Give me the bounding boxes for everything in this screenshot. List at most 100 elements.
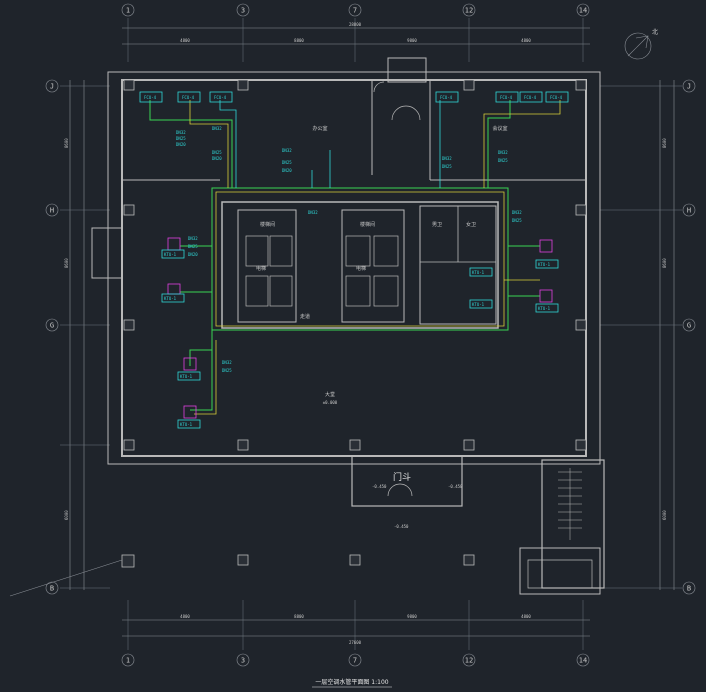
- right-axis-bubbles: J H G B 8600 8600 6000: [600, 79, 696, 595]
- level-label-2: -0.450: [448, 484, 463, 489]
- dim-bottom-total: 27600: [349, 640, 362, 645]
- fcu-top-3: FCU-4: [214, 95, 227, 100]
- axis-bubble-top-7: [348, 3, 362, 17]
- pipe-note-21: DN25: [512, 218, 522, 223]
- pipe-note-17: DN32: [222, 360, 232, 365]
- north-label: 北: [652, 28, 658, 36]
- axis-bubble-top-1: [121, 3, 135, 17]
- right-ktu-units: KTU-1 KTU-1 KTU-1 KTU-1: [469, 239, 559, 313]
- ktu-right-4: KTU-1: [472, 302, 485, 307]
- ktu-right-1: KTU-1: [538, 262, 551, 267]
- room-labels: 办公室 会议室 大堂 ±0.000 门斗 -0.450 -0.450 -0.45…: [312, 125, 507, 529]
- dim-bottom-1: 4800: [180, 614, 190, 619]
- room-meeting: 会议室: [492, 125, 507, 132]
- pipe-note-6: DN20: [212, 156, 222, 161]
- level-label-3: -0.450: [394, 524, 409, 529]
- pipe-note-10: DN32: [442, 156, 452, 161]
- pipe-note-1: DN32: [176, 130, 186, 135]
- top-fcu-units: FCU-4 FCU-4 FCU-4 FCU-4 FCU-4 FCU-4 FCU-…: [139, 91, 569, 103]
- leader-line: [9, 559, 123, 597]
- pipe-note-14: DN32: [188, 236, 198, 241]
- fcu-top-2: FCU-4: [182, 95, 195, 100]
- axis-label-left-G: G: [50, 322, 54, 330]
- structural-columns: [121, 79, 587, 568]
- dim-bottom-4: 4800: [521, 614, 531, 619]
- dim-bottom-2: 8800: [294, 614, 304, 619]
- ktu-left-4: KTU-1: [180, 422, 193, 427]
- dim-top-2: 8800: [294, 38, 304, 43]
- pipe-note-3: DN20: [176, 142, 186, 147]
- axis-label-bottom-7: 7: [353, 657, 357, 665]
- room-elevator-left: 电梯: [256, 265, 266, 272]
- level-label-1: -0.450: [372, 484, 387, 489]
- room-office: 办公室: [312, 125, 327, 132]
- dim-top-total: 28800: [349, 22, 362, 27]
- axis-bubble-top-3: [236, 3, 250, 17]
- pipe-annotations: DN32 DN25 DN20 DN32 DN25 DN20 DN32 DN25 …: [176, 126, 522, 373]
- hall-level: ±0.000: [323, 400, 338, 405]
- axis-label-right-H: H: [687, 207, 691, 215]
- building-walls: [91, 57, 605, 595]
- left-ktu-units: KTU-1 KTU-1 KTU-1 KTU-1: [161, 237, 201, 429]
- fcu-top-1: FCU-4: [144, 95, 157, 100]
- central-core: 楼梯间 楼梯间 电梯 电梯 男卫 女卫 走道: [221, 201, 499, 329]
- axis-label-right-J: J: [687, 83, 691, 91]
- left-axis-bubbles: J H G B 8600 8600 6000: [45, 79, 110, 595]
- axis-label-bottom-3: 3: [241, 657, 245, 665]
- room-hall: 大堂: [325, 391, 335, 398]
- room-toilet-f: 女卫: [466, 221, 476, 228]
- dim-bottom-3: 9800: [407, 614, 417, 619]
- dim-top-1: 4800: [180, 38, 190, 43]
- room-elevator-right: 电梯: [356, 265, 366, 272]
- room-toilet-m: 男卫: [432, 222, 442, 228]
- ktu-left-1: KTU-1: [164, 252, 177, 257]
- pipe-note-4: DN32: [212, 126, 222, 131]
- dim-top-4: 4800: [521, 38, 531, 43]
- pipe-note-19: DN32: [308, 210, 318, 215]
- dim-top-3: 9800: [407, 38, 417, 43]
- dim-right-1: 8600: [662, 138, 667, 148]
- axis-label-bottom-1: 1: [126, 657, 130, 665]
- fcu-top-6: FCU-4: [524, 95, 537, 100]
- axis-label-bottom-12: 12: [465, 657, 473, 665]
- dim-left-1: 8600: [64, 138, 69, 148]
- bottom-axis-bubbles: 1 3 7 12 14: [121, 653, 590, 667]
- axis-label-top-14: 14: [579, 7, 587, 15]
- top-dimensions: 28800 4800 8800 9800 4800: [122, 18, 590, 62]
- pipe-note-9: DN20: [282, 168, 292, 173]
- pipe-note-13: DN25: [498, 158, 508, 163]
- room-door-vestibule: 门斗: [393, 471, 411, 483]
- dim-left-3: 6000: [64, 510, 69, 520]
- ktu-left-3: KTU-1: [180, 374, 193, 379]
- fcu-top-4: FCU-4: [440, 95, 453, 100]
- pipe-note-8: DN25: [282, 160, 292, 165]
- fcu-top-5: FCU-4: [500, 95, 513, 100]
- axis-label-left-H: H: [50, 207, 54, 215]
- axis-label-right-G: G: [687, 322, 691, 330]
- pipe-note-15: DN25: [188, 244, 198, 249]
- drawing-title-text: 一层空调水管平面图 1:100: [315, 678, 388, 686]
- room-stair-right: 楼梯间: [360, 221, 375, 228]
- dim-left-2: 8600: [64, 258, 69, 268]
- pipe-note-18: DN25: [222, 368, 232, 373]
- pipe-note-11: DN25: [442, 164, 452, 169]
- bottom-dimensions: 4800 8800 9800 4800 27600: [122, 600, 590, 650]
- ktu-left-2: KTU-1: [164, 296, 177, 301]
- axis-label-top-1: 1: [126, 7, 130, 15]
- dim-right-2: 8600: [662, 258, 667, 268]
- pipe-note-5: DN25: [212, 150, 222, 155]
- pipe-note-2: DN25: [176, 136, 186, 141]
- ktu-right-2: KTU-1: [538, 306, 551, 311]
- dim-right-3: 6000: [662, 510, 667, 520]
- pipe-note-12: DN32: [498, 150, 508, 155]
- doors: [373, 81, 421, 497]
- ktu-right-3: KTU-1: [472, 270, 485, 275]
- axis-label-top-7: 7: [353, 7, 357, 15]
- axis-bubble-top-14: [576, 3, 590, 17]
- top-axis-bubbles: 1 3 7 12 14: [121, 3, 590, 17]
- pipe-note-20: DN32: [512, 210, 522, 215]
- axis-label-bottom-14: 14: [579, 657, 587, 665]
- main-pipe-loop: [149, 100, 561, 415]
